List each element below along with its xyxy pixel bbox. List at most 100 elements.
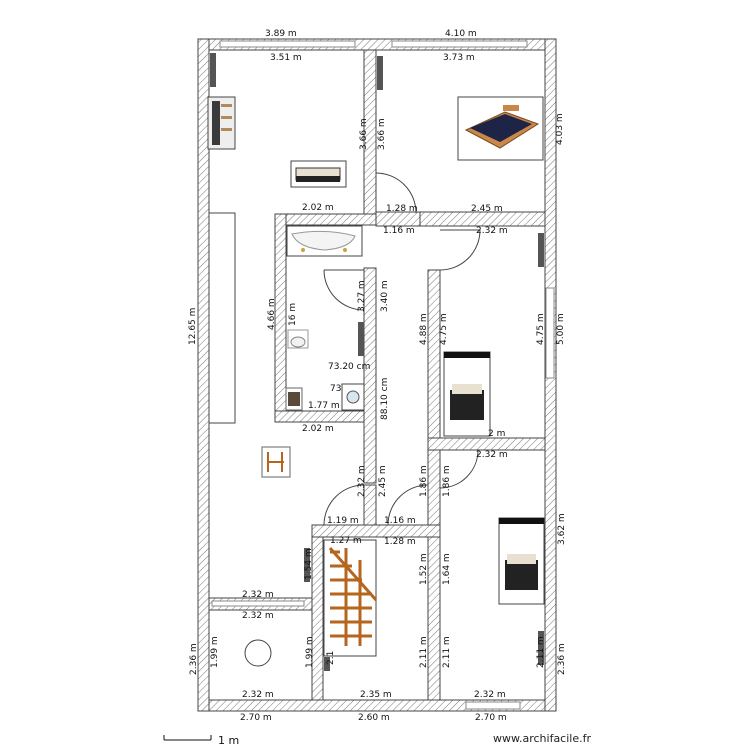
scale-bar: 1 m [163, 734, 239, 747]
wall-outer-left [197, 38, 210, 712]
radiator [324, 657, 330, 671]
wall-lower-right [427, 536, 441, 701]
dim-stair-left: 1.54 m [304, 548, 314, 580]
radiator [358, 322, 364, 356]
dim-room-r2-outer: 5.00 m [556, 313, 566, 345]
round-table-icon [244, 639, 272, 667]
bookshelf-icon [207, 96, 236, 150]
dim-bl-top-outer: 2.32 m [242, 590, 274, 600]
dim-room-tl-height-b: 3.66 m [377, 118, 387, 150]
dim-stair-mid-a: 1.52 m [419, 553, 429, 585]
dim-room-r3-height: 3.62 m [557, 513, 567, 545]
dim-room-tr-bottom: 2.45 m [471, 204, 503, 214]
dim-top-outer-left: 3.89 m [265, 29, 297, 39]
dim-room-tl-height-a: 3.66 m [359, 118, 369, 150]
dim-bm-height-a: 2.11 m [419, 636, 429, 668]
chair-icon [261, 446, 291, 478]
dim-room-r2-height-a: 4.75 m [439, 313, 449, 345]
radiators [210, 53, 544, 671]
radiator [538, 631, 544, 665]
sideboard-icon [208, 212, 236, 424]
dim-closet-small: 73 [330, 384, 341, 394]
wall-top-hall-bottom [375, 211, 421, 227]
dim-bath-top: 2.02 m [302, 203, 334, 213]
wall-right-mid [427, 437, 546, 451]
furniture [207, 96, 545, 667]
wall-hall-right [427, 269, 441, 536]
bathtub-icon [286, 225, 363, 257]
dim-bottom-outer-right: 2.70 m [475, 713, 507, 723]
dim-br-bottom-inner: 2.32 m [474, 690, 506, 700]
dim-room-r2-height-b: 4.75 m [536, 313, 546, 345]
radiator [377, 56, 383, 90]
scale-label: 1 m [218, 734, 239, 747]
window-right-mid [545, 287, 555, 379]
dim-bottom-outer-left: 2.70 m [240, 713, 272, 723]
dim-bath-wc-a: 3.27 m [357, 280, 367, 312]
double-bed-icon [457, 96, 544, 161]
dim-room-r3-top: 2.32 m [476, 450, 508, 460]
dim-closet-width: 73.20 cm [328, 362, 370, 372]
toilet-icon [287, 329, 309, 349]
dim-living-height: 12.65 m [188, 308, 198, 345]
dim-hall-top-a: 1.28 m [386, 204, 418, 214]
single-bed-icon [498, 517, 545, 605]
dim-stair-mid-b: 1.64 m [442, 553, 452, 585]
dim-bm-height-b: 2.11 m [442, 636, 452, 668]
dim-bl-height-a: 1.99 m [210, 636, 220, 668]
dim-bath-bottom-inner: 1.77 m [308, 401, 340, 411]
dim-closet-height: 88.10 cm [380, 378, 390, 420]
dim-hall-low-c: 1.86 m [419, 465, 429, 497]
dim-hall-low-d: 1.86 m [442, 465, 452, 497]
window-bl-top [211, 600, 305, 607]
wall-stair-top [311, 524, 441, 538]
washing-machine-icon [341, 383, 365, 411]
dim-door-a: 1.19 m [327, 516, 359, 526]
dim-top-inner-left: 3.51 m [270, 53, 302, 63]
dim-hall-height-a: 3.40 m [380, 280, 390, 312]
wall-bath-top [274, 213, 377, 226]
brand-watermark: www.archifacile.fr [493, 732, 591, 745]
dim-br-height-b: 2.36 m [557, 643, 567, 675]
dim-bath-bottom: 2.02 m [302, 424, 334, 434]
dim-hall-low-a: 2.32 m [357, 465, 367, 497]
dim-wc-small: 16 m [288, 303, 298, 326]
doors [323, 172, 481, 526]
window-top-left [219, 40, 356, 48]
dim-br-height-a: 2.11 m [536, 636, 546, 668]
wall-top-right-bottom [419, 211, 546, 227]
dim-room-r2-bottom: 2 m [488, 429, 505, 439]
dim-hall-low-b: 2.45 m [378, 465, 388, 497]
dim-stair-bottom-mid: 2.1 [326, 651, 336, 665]
wall-bath-bottom [274, 410, 377, 423]
window-top-right [391, 40, 528, 48]
dim-room-r2-top: 2.32 m [476, 226, 508, 236]
dim-bm-bottom-inner: 2.35 m [360, 690, 392, 700]
dim-hall-width-a: 1.16 m [383, 226, 415, 236]
window-bottom-right [465, 701, 521, 710]
dim-bl-outer-height: 2.36 m [189, 643, 199, 675]
radiator [304, 548, 310, 582]
dim-stair-top: 1.27 m [330, 536, 362, 546]
radiator [210, 53, 216, 87]
dim-bath-height: 4.66 m [267, 298, 277, 330]
dim-hall-height-b: 4.88 m [419, 313, 429, 345]
radiator [538, 233, 544, 267]
dim-room-tr-height: 4.03 m [555, 113, 565, 145]
door-bath [323, 269, 365, 311]
door-right-room-2 [439, 229, 481, 271]
dim-bl-height-b: 1.99 m [305, 636, 315, 668]
door-lower-left [323, 484, 365, 526]
dim-top-outer-right: 4.10 m [445, 29, 477, 39]
single-bed-icon [443, 351, 491, 437]
dim-stair-top-b: 1.28 m [384, 537, 416, 547]
dim-bottom-outer-mid: 2.60 m [358, 713, 390, 723]
dim-bl-bottom-inner: 2.32 m [242, 690, 274, 700]
sofa-icon [290, 160, 347, 188]
wall-hall-left [363, 267, 377, 484]
wall-stair-left [311, 536, 324, 701]
dim-top-inner-right: 3.73 m [443, 53, 475, 63]
door-lower-hall [387, 484, 429, 526]
dim-bl-top-inner: 2.32 m [242, 611, 274, 621]
